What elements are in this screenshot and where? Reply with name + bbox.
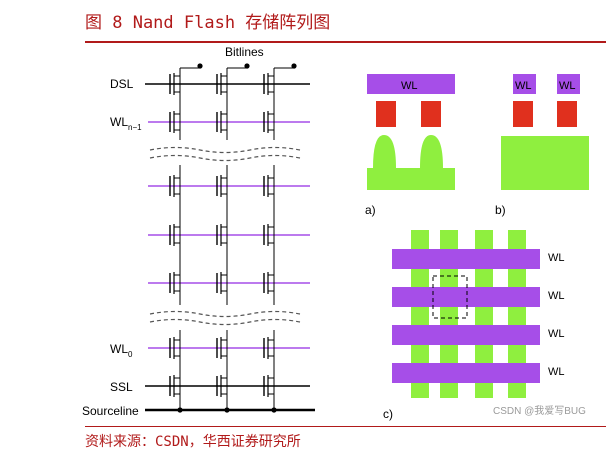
bitlines-label: Bitlines [225,45,264,59]
storage-cell [376,101,396,127]
bitline-column [508,230,526,398]
break-line [149,318,301,326]
panel-a: WL a) [365,74,455,217]
storage-cell [513,101,533,127]
wl-label: WL [548,328,565,340]
wl0-label: WL0 [110,342,133,359]
wl-label: WL [548,290,565,302]
wordline-row [392,249,540,269]
footer-rule [85,426,606,427]
bitline-column [440,230,458,398]
bitline-column [411,230,429,398]
break-line [149,154,301,162]
source-contact [271,407,277,413]
bitline-contact [291,63,297,69]
ssl-label: SSL [110,380,133,394]
bitline-column [475,230,493,398]
wordline-row [392,363,540,383]
source-contact [224,407,230,413]
bitline-columns [411,230,526,398]
panel-c: WL WL WL WL c) CSDN @我爱写BUG [383,230,586,421]
source-contact [177,407,183,413]
panel-label: a) [365,203,376,217]
wl-label: WL [548,366,565,378]
sourceline-label: Sourceline [82,404,139,418]
wordline-bar [513,74,536,94]
wordline-rows [392,249,540,383]
wl-label: WL [559,80,576,92]
wordline-row [392,325,540,345]
source-note: 资料来源：CSDN，华西证券研究所 [85,434,301,450]
fin-channel [367,135,455,190]
wordline-bar [557,74,580,94]
break-line [149,310,301,318]
wordline-bar [367,74,455,94]
panel-label: c) [383,407,393,421]
watermark: CSDN @我爱写BUG [493,404,586,417]
storage-cell [421,101,441,127]
wordline-row [392,287,540,307]
unit-cell-outline [432,275,468,319]
bitline-contact [197,63,203,69]
break-line [149,146,301,154]
nand-strings [169,63,297,413]
dsl-label: DSL [110,77,134,91]
storage-cell [557,101,577,127]
wl-label: WL [548,252,565,264]
figure-title: 图 8 Nand Flash 存储阵列图 [85,13,331,33]
title-rule [85,41,606,43]
panel-b: WL WL b) [495,74,589,217]
panel-label: b) [495,203,506,217]
bitline-contact [244,63,250,69]
planar-channel [501,136,589,190]
wl-label: WL [515,80,532,92]
schematic: Bitlines DSL WLn−1 WL0 SSL Sourceline [82,45,315,418]
wl-n1-label: WLn−1 [110,115,142,132]
wl-label: WL [401,80,418,92]
